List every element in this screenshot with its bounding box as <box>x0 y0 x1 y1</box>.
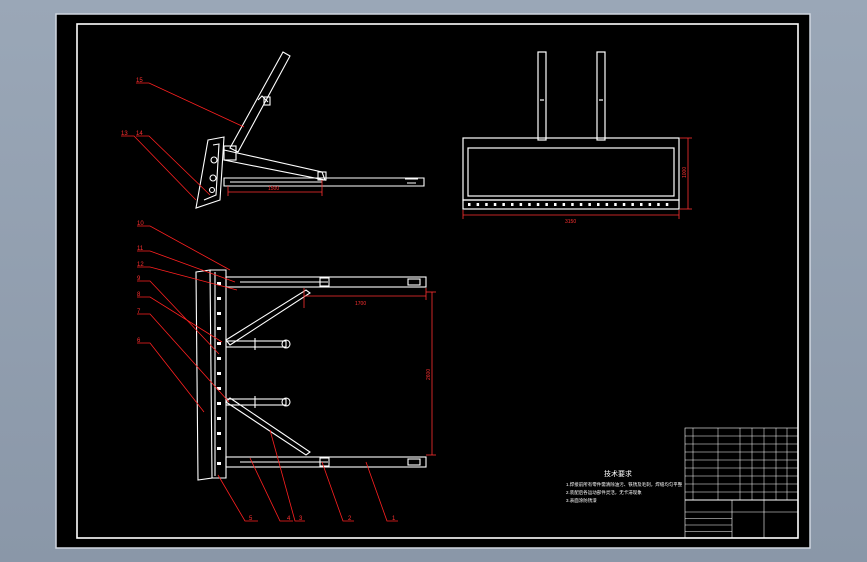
blade-slot <box>485 203 488 206</box>
notes-line-2: 2.装配后各运动部件灵活，无卡滞现象 <box>566 489 642 496</box>
blade-bolt <box>217 342 221 345</box>
blade-slot <box>554 203 557 206</box>
plan-view-blade-bolts <box>217 282 221 465</box>
blade-bolt <box>217 327 221 330</box>
blade-bolt <box>217 372 221 375</box>
blade-slot <box>562 203 566 206</box>
front-view-slots <box>468 203 669 206</box>
blade-slot <box>528 203 531 206</box>
blade-slot <box>631 203 634 206</box>
notes-line-1: 1.焊接前所有零件需清除油污、铁锈及毛刺，焊缝均匀平整 <box>566 481 683 488</box>
plan-view-dimensions <box>303 288 436 456</box>
callout-15: 15 <box>136 78 143 84</box>
drawing-sheet <box>55 13 811 549</box>
callout-10: 10 <box>137 221 144 227</box>
callout-14: 14 <box>136 131 143 137</box>
blade-bolt <box>217 447 221 450</box>
blade-slot <box>597 203 600 206</box>
blade-bolt <box>217 462 221 465</box>
callout-7: 7 <box>137 309 141 315</box>
blade-slot <box>571 203 574 206</box>
title-block-cells <box>685 518 732 532</box>
blade-slot <box>614 203 617 206</box>
blade-bolt <box>217 282 221 285</box>
drawing-border <box>76 23 799 539</box>
callout-6: 6 <box>137 338 141 344</box>
blade-bolt <box>217 297 221 300</box>
blade-slot <box>545 203 548 206</box>
callout-8: 8 <box>137 292 141 298</box>
callout-3: 3 <box>299 516 303 522</box>
front-view-dimensions <box>462 137 692 219</box>
blade-slot <box>605 203 609 206</box>
callout-9: 9 <box>137 276 141 282</box>
callout-1: 1 <box>392 516 396 522</box>
side-view <box>195 51 425 209</box>
callout-12: 12 <box>137 262 144 268</box>
blade-bolt <box>217 402 221 405</box>
notes-heading: 技术要求 <box>604 469 632 478</box>
callout-2: 2 <box>348 516 352 522</box>
blade-slot <box>502 203 505 206</box>
front-view <box>462 51 680 210</box>
blade-bolt <box>217 432 221 435</box>
blade-slot <box>519 203 523 206</box>
technical-notes: 技术要求 1.焊接前所有零件需清除油污、铁锈及毛刺，焊缝均匀平整 2.装配后各运… <box>566 469 683 504</box>
dimension-front-width: 3150 <box>565 219 576 225</box>
callout-13: 13 <box>121 131 128 137</box>
blade-slot <box>579 203 583 206</box>
blade-slot <box>665 203 669 206</box>
blade-slot <box>648 203 652 206</box>
blade-slot <box>588 203 591 206</box>
callout-11: 11 <box>137 246 144 252</box>
callout-labels: 15 13 14 10 11 12 9 8 7 6 5 4 3 2 1 <box>121 78 396 522</box>
blade-slot <box>511 203 514 206</box>
leader-lines <box>121 82 398 522</box>
parts-list-grid <box>685 428 798 500</box>
dimension-front-height: 1000 <box>682 167 688 178</box>
side-view-dimension <box>227 180 323 196</box>
blade-slot <box>536 203 540 206</box>
dimension-plan-spacing: 2600 <box>426 369 432 380</box>
plan-view <box>195 269 427 481</box>
blade-bolt <box>217 387 221 390</box>
blade-slot <box>640 203 643 206</box>
blade-bolt <box>217 417 221 420</box>
dimension-plan-arm: 1700 <box>355 301 366 307</box>
blade-slot <box>468 203 471 206</box>
blade-slot <box>476 203 480 206</box>
blade-slot <box>657 203 660 206</box>
blade-slot <box>622 203 626 206</box>
callout-4: 4 <box>287 516 291 522</box>
blade-bolt <box>217 312 221 315</box>
notes-line-3: 3.表面涂防锈漆 <box>566 497 597 504</box>
blade-slot <box>493 203 497 206</box>
callout-5: 5 <box>249 516 253 522</box>
dimension-side-length: 1500 <box>268 186 279 192</box>
blade-bolt <box>217 357 221 360</box>
